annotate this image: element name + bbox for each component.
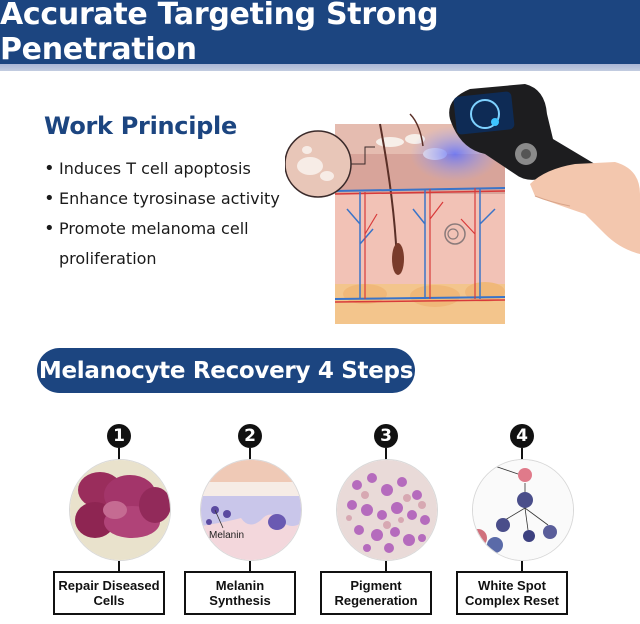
cell-differentiation-image-icon: [472, 459, 574, 561]
step-number-badge: 1: [107, 424, 131, 448]
banner-title: Accurate Targeting Strong Penetration: [0, 0, 439, 67]
step-number-badge: 3: [374, 424, 398, 448]
step-1: 1 Repair Diseased Cells: [49, 424, 189, 620]
connector-line: [385, 561, 387, 571]
connector-line: [385, 448, 387, 460]
list-item: Induces T cell apoptosis: [44, 154, 284, 184]
step-2: 2 Melanin Melanin Synthesis: [180, 424, 320, 620]
uv-device-skin-icon: [284, 84, 640, 324]
connector-line: [521, 448, 523, 460]
steps-title: Melanocyte Recovery 4 Steps: [38, 357, 414, 384]
step-number-badge: 2: [238, 424, 262, 448]
step-label: Pigment Regeneration: [320, 571, 432, 615]
skin-melanin-image-icon: Melanin: [200, 459, 302, 561]
step-number-badge: 4: [510, 424, 534, 448]
banner-divider: [0, 64, 640, 71]
header-banner: Accurate Targeting Strong Penetration: [0, 0, 640, 67]
step-label: White Spot Complex Reset: [456, 571, 568, 615]
connector-line: [118, 561, 120, 571]
purple-tissue-image-icon: [69, 459, 171, 561]
connector-line: [521, 561, 523, 571]
step-4: 4 White Spot Complex Reset: [452, 424, 592, 620]
step-3: 3 Pigment Regeneration: [316, 424, 456, 620]
connector-line: [249, 448, 251, 460]
pigment-cells-image-icon: [336, 459, 438, 561]
list-item: Enhance tyrosinase activity: [44, 184, 284, 214]
step-label: Melanin Synthesis: [184, 571, 296, 615]
steps-section-heading: Melanocyte Recovery 4 Steps: [37, 348, 415, 393]
work-principle-section: Work Principle Induces T cell apoptosis …: [44, 112, 284, 274]
list-item: Promote melanoma cell proliferation: [44, 214, 284, 274]
step-label: Repair Diseased Cells: [53, 571, 165, 615]
connector-line: [118, 448, 120, 460]
melanin-annotation: Melanin: [209, 530, 245, 541]
connector-line: [249, 561, 251, 571]
uv-device-illustration: [284, 84, 640, 329]
principle-list: Induces T cell apoptosis Enhance tyrosin…: [44, 154, 284, 274]
section-title: Work Principle: [44, 112, 237, 140]
